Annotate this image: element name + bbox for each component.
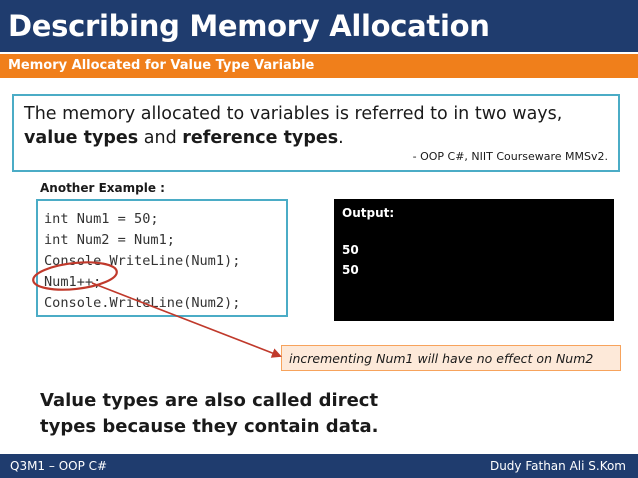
quote-part-3: . xyxy=(338,128,344,148)
subtitle-bar: Memory Allocated for Value Type Variable xyxy=(0,54,638,78)
conclusion-line: types because they contain data. xyxy=(40,416,379,437)
footer-author: Dudy Fathan Ali S.Kom xyxy=(489,459,626,473)
output-console: Output: 50 50 xyxy=(334,199,614,321)
quote-box: The memory allocated to variables is ref… xyxy=(12,94,620,172)
quote-part-1: The memory allocated to variables is ref… xyxy=(24,104,563,124)
slide-subtitle: Memory Allocated for Value Type Variable xyxy=(8,58,315,73)
quote-bold-value-types: value types xyxy=(24,128,139,148)
title-bar: Describing Memory Allocation xyxy=(0,0,638,52)
code-line: Console.WriteLine(Num1); xyxy=(44,253,241,269)
code-line: int Num1 = 50; xyxy=(44,211,159,227)
quote-bold-reference-types: reference types xyxy=(182,128,339,148)
footer-bar: Q3M1 – OOP C# Dudy Fathan Ali S.Kom xyxy=(0,454,638,478)
output-line: 50 xyxy=(342,243,359,257)
code-line: Console.WriteLine(Num2); xyxy=(44,295,241,311)
code-line: int Num2 = Num1; xyxy=(44,232,175,248)
output-line: 50 xyxy=(342,263,359,277)
conclusion-line: Value types are also called direct xyxy=(40,390,379,411)
quote-source: - OOP C#, NIIT Courseware MMSv2. xyxy=(412,150,608,163)
callout-text: incrementing Num1 will have no effect on… xyxy=(289,351,594,366)
conclusion-text: Value types are also called direct types… xyxy=(40,388,378,440)
quote-text: The memory allocated to variables is ref… xyxy=(24,102,614,150)
example-label: Another Example : xyxy=(40,181,165,195)
footer-course: Q3M1 – OOP C# xyxy=(10,459,108,473)
code-line: Num1++; xyxy=(44,274,102,290)
code-box: int Num1 = 50; int Num2 = Num1; Console.… xyxy=(36,199,288,317)
callout-box: incrementing Num1 will have no effect on… xyxy=(281,345,621,371)
output-label: Output: xyxy=(342,206,395,220)
quote-part-2: and xyxy=(138,128,183,148)
slide-title: Describing Memory Allocation xyxy=(8,9,490,43)
